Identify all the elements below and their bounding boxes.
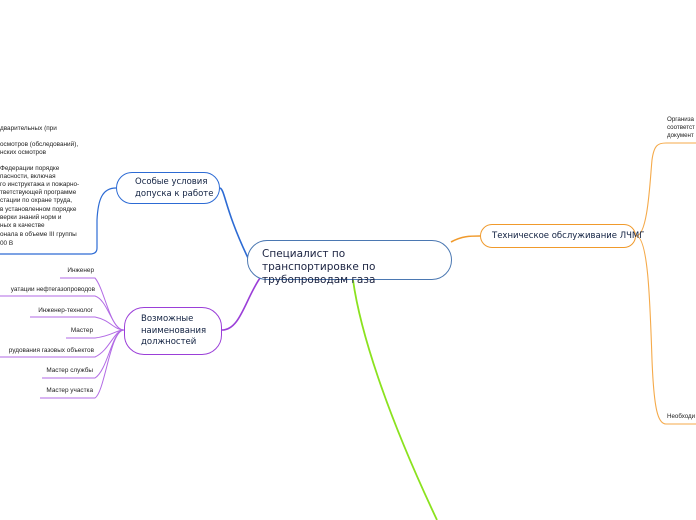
- special-text-line: дварительных (при: [0, 125, 57, 132]
- connector-pos-3: [30, 316, 125, 331]
- connector-maint-lower: [635, 235, 696, 425]
- central-topic-title: Специалист по транспортировке по трубопр…: [262, 248, 376, 286]
- topic-special-conditions[interactable]: Особые условия допуска к работе: [116, 172, 220, 204]
- topic-maintenance[interactable]: Техническое обслуживание ЛЧМГ: [480, 224, 644, 248]
- special-text-line: пасности, включая: [0, 173, 56, 180]
- topic-positions[interactable]: Возможные наименования должностей: [124, 307, 222, 355]
- special-text-line: онала в объеме III группы: [0, 231, 77, 238]
- maintenance-bottom-text: Необходи: [667, 413, 696, 420]
- connector-maint-upper: [635, 142, 696, 237]
- special-text-line: ных в качестве: [0, 222, 45, 229]
- position-item[interactable]: Инженер: [67, 267, 94, 274]
- position-item[interactable]: Мастер участка: [46, 387, 93, 394]
- connector-special-text: [0, 187, 117, 255]
- central-topic[interactable]: Специалист по транспортировке по трубопр…: [247, 240, 452, 286]
- positions-subbranches: [0, 277, 125, 399]
- special-text-line: Федерации порядке: [0, 165, 60, 172]
- connector-positions: [221, 277, 261, 331]
- special-text-line: стации по охране труда,: [0, 197, 73, 204]
- special-text-line: нских осмотров: [0, 149, 47, 156]
- topic-maintenance-label: Техническое обслуживание ЛЧМГ: [492, 231, 645, 241]
- special-text-line: 00 В: [0, 240, 14, 247]
- connector-special-conditions: [219, 187, 249, 259]
- special-text-line: верки знаний норм и: [0, 214, 62, 221]
- position-item[interactable]: рудования газовых объектов: [8, 347, 94, 354]
- special-text-line: осмотров (обследований),: [0, 141, 79, 148]
- topic-special-conditions-label: Особые условия допуска к работе: [135, 177, 214, 199]
- connector-maintenance: [450, 235, 481, 243]
- connector-pos-7: [40, 329, 125, 399]
- position-item[interactable]: Мастер: [70, 327, 93, 334]
- special-text-line: в установленном порядке: [0, 206, 77, 213]
- position-item[interactable]: Инженер-технолог: [38, 307, 93, 314]
- special-text-line: го инструктажа и пожарно-: [0, 181, 80, 188]
- connector-pos-2: [0, 295, 125, 331]
- maintenance-text-line: документ: [667, 132, 694, 139]
- connector-green: [352, 279, 438, 520]
- topic-positions-label: Возможные наименования должностей: [141, 314, 207, 347]
- position-item[interactable]: Мастер службы: [46, 367, 93, 374]
- maintenance-text-line: Организа: [667, 116, 694, 123]
- position-item[interactable]: уатации нефтегазопроводов: [10, 286, 95, 293]
- maintenance-text-line: соответст: [667, 124, 695, 131]
- special-text-line: тветствующей программе: [0, 189, 77, 196]
